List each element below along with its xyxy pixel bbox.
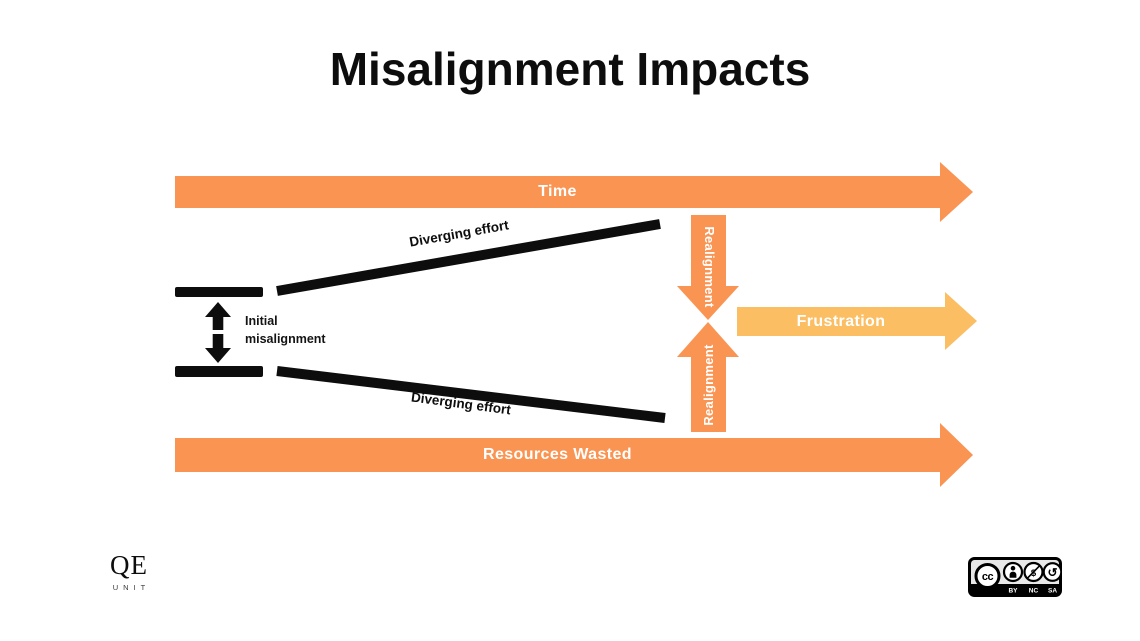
sa-arrow-icon: ↺ xyxy=(1047,566,1057,580)
bottom-baseline-bar xyxy=(175,366,263,377)
cc-icon-glyph: cc xyxy=(982,571,994,583)
resources-wasted-arrow-head-icon xyxy=(940,423,973,487)
frustration-arrow-head-icon xyxy=(945,292,977,350)
frustration-arrow: Frustration xyxy=(737,307,945,336)
cc-license-badge: cc $ ↺ BY NC SA xyxy=(968,557,1062,597)
cc-badge-strip xyxy=(971,584,1059,594)
qe-logo-subtext: UNIT xyxy=(112,583,151,592)
up-arrow-icon xyxy=(205,302,231,330)
realignment-arrow-bottom xyxy=(691,357,726,432)
by-label: BY xyxy=(1008,588,1018,595)
by-person-body-icon xyxy=(1009,571,1017,578)
nc-label: NC xyxy=(1029,588,1039,595)
top-baseline-bar xyxy=(175,287,263,297)
realignment-label-top: Realignment xyxy=(702,226,717,308)
realignment-arrow-top xyxy=(691,215,726,286)
resources-wasted-arrow-label: Resources Wasted xyxy=(483,446,632,463)
frustration-arrow-label: Frustration xyxy=(796,312,886,330)
page-title: Misalignment Impacts xyxy=(329,43,811,95)
realignment-arrow-bottom-head-icon xyxy=(677,322,739,357)
down-arrow-icon xyxy=(205,334,231,363)
initial-misalignment-line1: Initial xyxy=(245,314,278,328)
nc-strike-icon xyxy=(1027,565,1040,579)
initial-misalignment-label: Initial misalignment xyxy=(245,312,326,348)
time-arrow-label: Time xyxy=(538,183,577,200)
by-person-icon xyxy=(1010,565,1016,571)
realignment-label-bottom: Realignment xyxy=(701,344,716,426)
time-arrow: Time xyxy=(175,176,940,208)
time-arrow-head-icon xyxy=(940,162,973,222)
qe-logo-text: QE xyxy=(110,550,148,580)
qe-unit-logo: QE UNIT xyxy=(94,550,164,593)
diverging-effort-label-bottom: Diverging effort xyxy=(410,389,512,418)
resources-wasted-arrow: Resources Wasted xyxy=(175,438,940,472)
sa-label: SA xyxy=(1048,588,1057,595)
realignment-arrow-top-head-icon xyxy=(677,286,739,320)
sa-icon xyxy=(1042,562,1062,582)
initial-misalignment-line2: misalignment xyxy=(245,332,326,347)
cc-icon xyxy=(974,563,1001,589)
diverging-effort-label-top: Diverging effort xyxy=(408,217,510,250)
nc-dollar-icon: $ xyxy=(1031,568,1037,579)
